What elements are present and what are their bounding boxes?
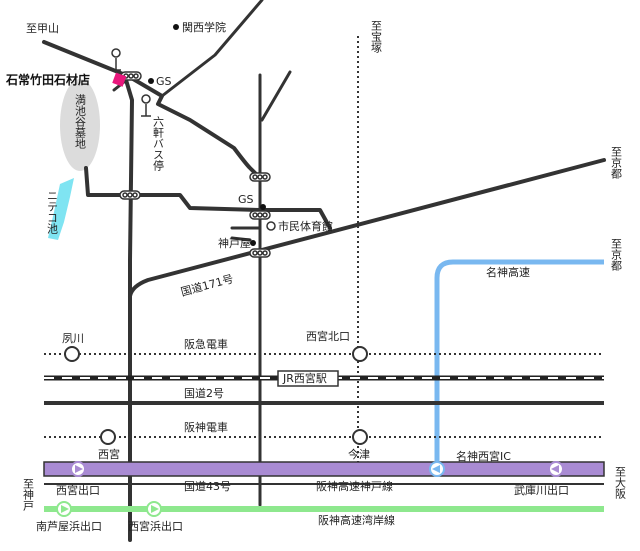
label-nishinomiya: 西宮 bbox=[98, 447, 120, 461]
label-imazu: 今津 bbox=[348, 447, 370, 461]
label-nishinomiya-hama-exit: 西宮浜出口 bbox=[128, 519, 183, 533]
label-nishinomiya-kitaguchi: 西宮北口 bbox=[306, 329, 350, 343]
label-gs1: GS bbox=[156, 75, 172, 88]
shop-marker bbox=[112, 72, 127, 87]
kwansei-dot-icon bbox=[173, 24, 179, 30]
exit-arrow-icon bbox=[56, 501, 72, 517]
label-to-kyoto2: 至京都 bbox=[610, 238, 623, 271]
station-nishinomiya bbox=[100, 429, 116, 445]
label-gs2: GS bbox=[238, 193, 254, 206]
label-nishinomiya-exit: 西宮出口 bbox=[56, 483, 100, 497]
label-kwansei: 関西学院 bbox=[182, 20, 226, 34]
label-meishin-ic: 名神西宮IC bbox=[456, 449, 511, 463]
station-shukugawa bbox=[64, 346, 80, 362]
label-rokken-bus: 六軒バス停 bbox=[152, 116, 165, 172]
label-route43: 国道43号 bbox=[184, 479, 231, 493]
kobeya-dot-icon bbox=[250, 240, 256, 246]
label-to-osaka: 至大阪 bbox=[614, 466, 627, 500]
label-hanshin-kobe-line: 阪神高速神戸線 bbox=[316, 479, 393, 493]
road-takarazuka-link bbox=[260, 70, 292, 122]
road-kwansei bbox=[160, 0, 264, 98]
hanshin-kobe-expressway bbox=[43, 461, 605, 477]
bus-stop-icon bbox=[111, 48, 121, 71]
bus-stop-icon bbox=[141, 94, 151, 117]
label-to-kyoto1: 至京都 bbox=[610, 146, 623, 179]
cemetery-area bbox=[60, 79, 100, 171]
signal-icon bbox=[249, 248, 271, 258]
label-kobeya: 神戸屋 bbox=[218, 236, 251, 250]
label-to-koyasan: 至甲山 bbox=[26, 22, 59, 35]
label-to-kobe: 至神戸 bbox=[22, 478, 35, 512]
road-shop-east bbox=[126, 74, 262, 180]
label-shop: 石常竹田石材店 bbox=[5, 72, 90, 87]
jr-station-box bbox=[277, 370, 339, 387]
label-hankyu: 阪急電車 bbox=[184, 337, 228, 351]
label-mukogawa-exit: 武庫川出口 bbox=[514, 483, 569, 497]
road-cemetery bbox=[84, 166, 332, 230]
label-route2: 国道2号 bbox=[184, 386, 224, 400]
exit-arrow-icon bbox=[146, 501, 162, 517]
signal-icon bbox=[119, 190, 141, 200]
ic-arrow-icon bbox=[429, 461, 445, 477]
label-route171: 国道171号 bbox=[179, 271, 235, 298]
gym-circle-icon bbox=[266, 221, 276, 231]
label-niteko: ニテコ池 bbox=[46, 190, 59, 234]
gs-dot-icon bbox=[148, 78, 154, 84]
road-central-west bbox=[124, 78, 134, 542]
label-ashiya-exit: 南芦屋浜出口 bbox=[36, 519, 102, 533]
label-cemetery: 満池谷墓地 bbox=[74, 94, 87, 149]
label-hanshin: 阪神電車 bbox=[184, 420, 228, 434]
station-nishinomiya-kitaguchi bbox=[352, 346, 368, 362]
signal-icon bbox=[249, 210, 271, 220]
label-to-takarazuka: 至宝塚 bbox=[370, 20, 383, 53]
road-gym-link2 bbox=[230, 236, 252, 242]
label-meishin: 名神高速 bbox=[486, 265, 530, 279]
label-wangan-line: 阪神高速湾岸線 bbox=[318, 513, 395, 527]
route-171 bbox=[128, 158, 606, 298]
signal-icon bbox=[249, 172, 271, 182]
exit-arrow-icon bbox=[548, 461, 564, 477]
label-jr-station: JR西宮駅 bbox=[282, 371, 327, 385]
gs2-dot-icon bbox=[260, 204, 266, 210]
station-imazu bbox=[352, 429, 368, 445]
niteko-pond bbox=[48, 178, 74, 240]
label-shukugawa: 夙川 bbox=[62, 332, 84, 345]
label-gym: 市民体育館 bbox=[278, 219, 333, 233]
meishin-expressway bbox=[434, 259, 604, 470]
exit-arrow-icon bbox=[70, 461, 86, 477]
